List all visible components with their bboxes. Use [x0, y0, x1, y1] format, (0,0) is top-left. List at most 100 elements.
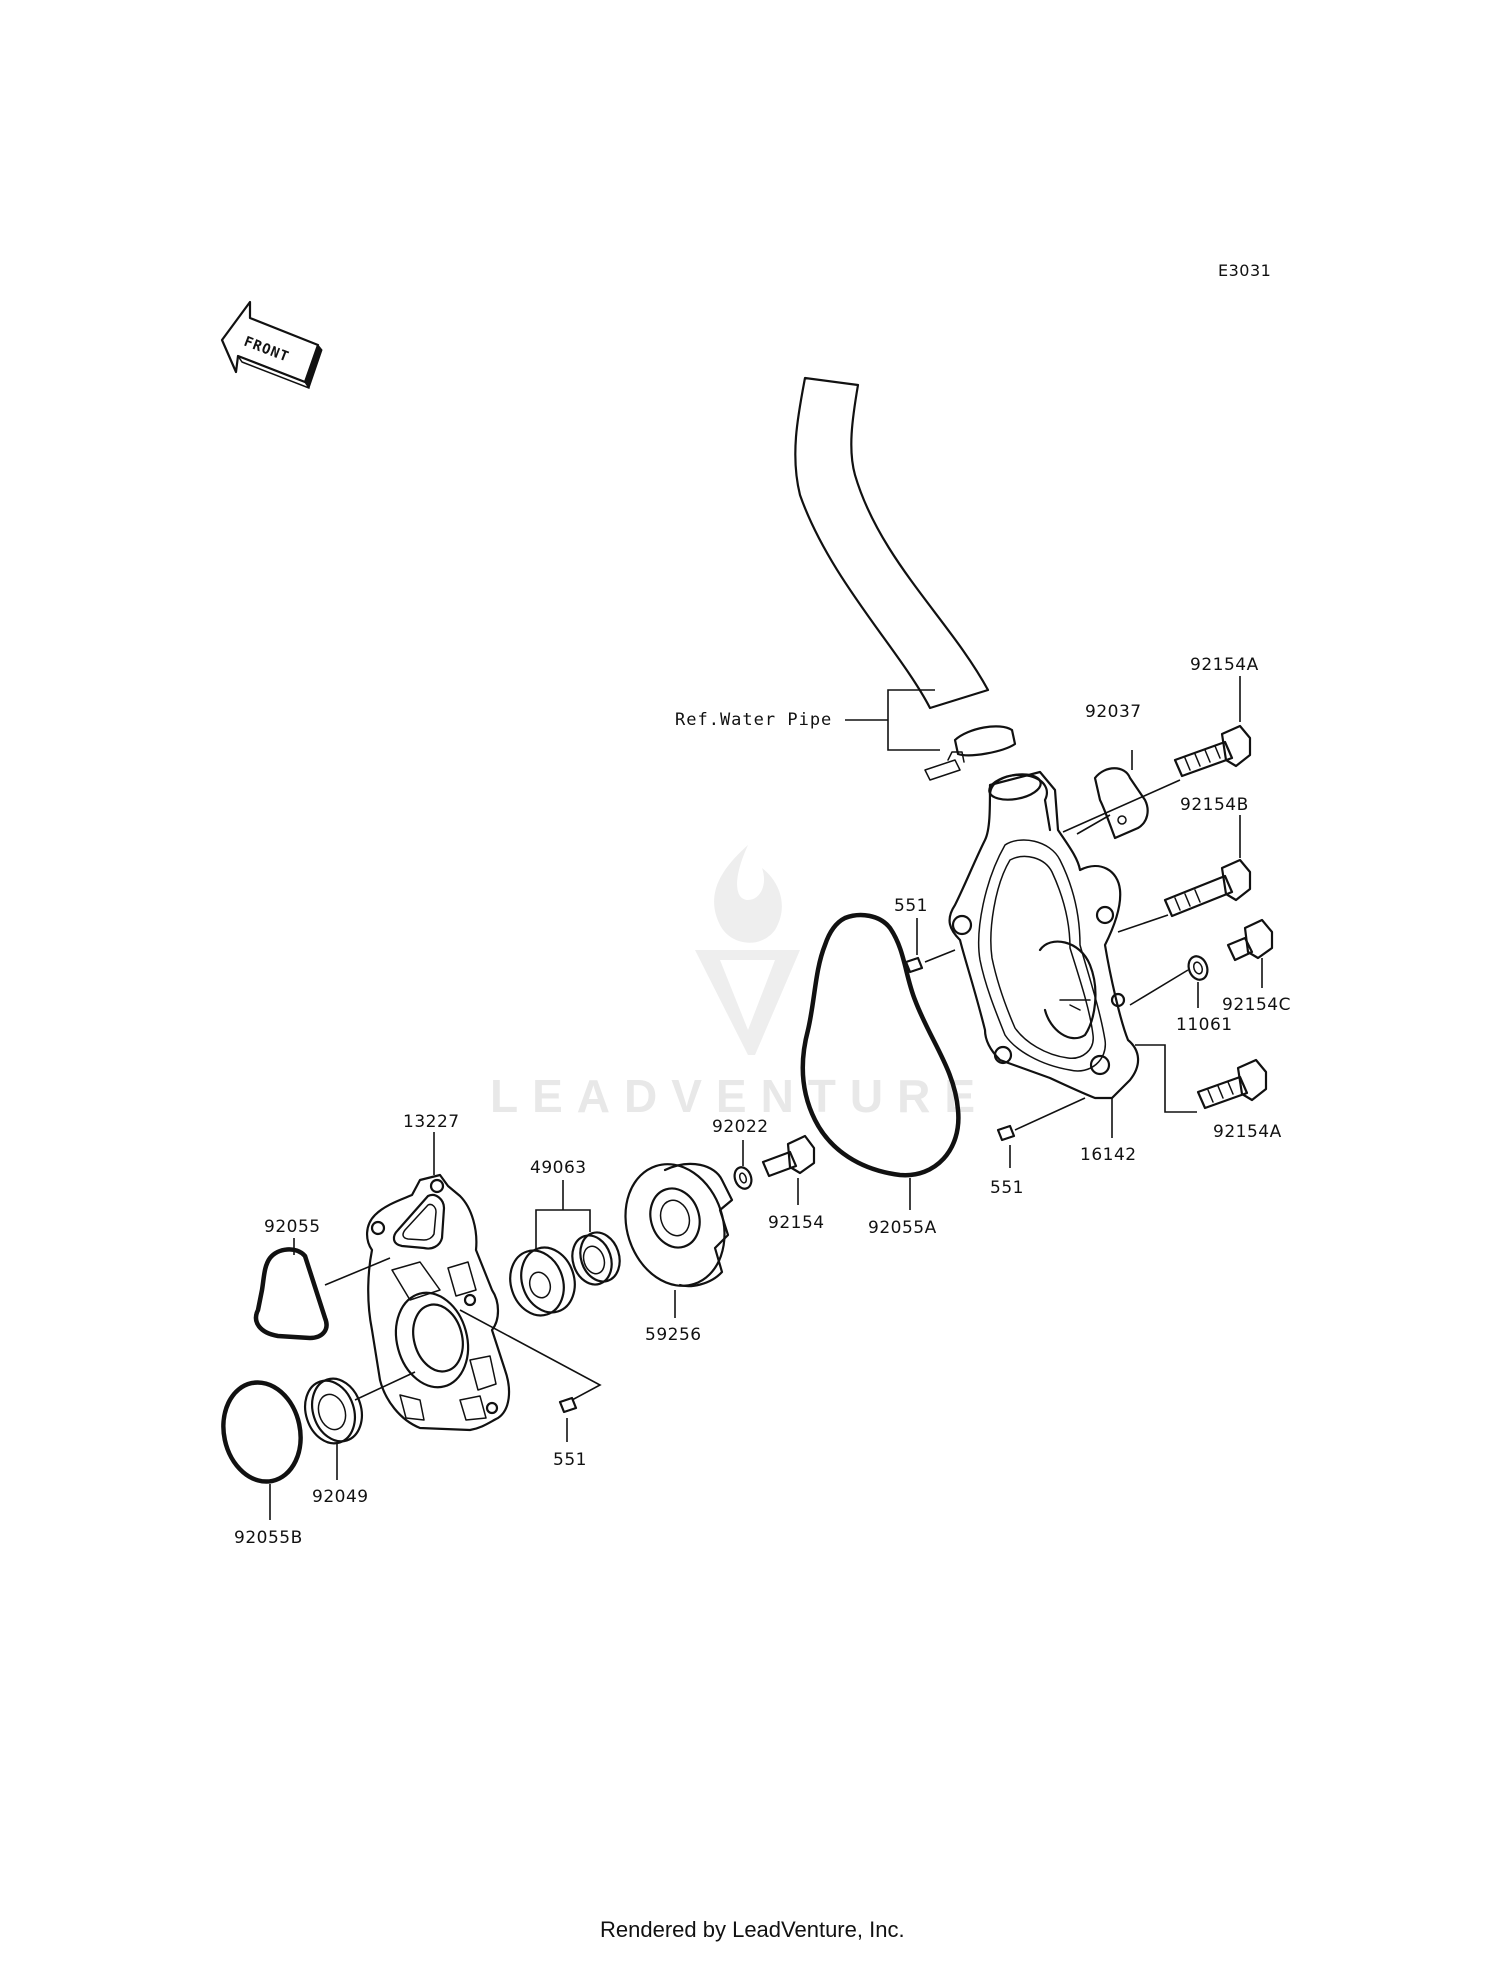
o-ring-92055b — [221, 1380, 303, 1484]
bolt-head — [1243, 918, 1274, 960]
seal-ring-inner — [582, 1245, 606, 1275]
oil-seal-inner — [317, 1393, 347, 1431]
seal-inner — [528, 1271, 552, 1299]
label-92022: 92022 — [712, 1117, 769, 1137]
pump-cover-volute — [1038, 940, 1097, 1040]
bolt-shank — [1226, 936, 1254, 962]
leader-11061 — [1129, 969, 1199, 1008]
pump-body-shaft-bore-inner — [412, 1303, 464, 1373]
seal-outer-back — [520, 1246, 576, 1314]
mechanical-seal-49063-small — [571, 1231, 621, 1286]
label-92154: 92154 — [768, 1213, 825, 1233]
bolt-thread — [1207, 1081, 1234, 1103]
bracket-92037-hole — [1117, 815, 1127, 825]
label-551-right: 551 — [990, 1178, 1024, 1198]
bolt-shank — [761, 1150, 798, 1178]
leader-92037 — [1076, 750, 1133, 835]
pump-cover-inlet — [988, 773, 1042, 801]
pump-cover-bolt-hole-5 — [1110, 992, 1126, 1008]
bolt-thread — [1184, 745, 1221, 771]
label-551-lower: 551 — [553, 1450, 587, 1470]
pump-cover-bolt-hole-3 — [993, 1045, 1013, 1065]
gasket-92055 — [253, 1247, 329, 1341]
label-49063: 49063 — [530, 1158, 587, 1178]
label-92055a: 92055A — [868, 1218, 937, 1238]
leader-49063-bracket — [535, 1180, 591, 1250]
hose-clamp — [953, 725, 1017, 757]
pump-body-13227 — [366, 1173, 511, 1432]
pump-cover-gasket-groove — [977, 839, 1106, 1072]
seal-ring-back — [579, 1231, 621, 1283]
seal-outer — [509, 1249, 565, 1317]
dowel-pin-551-lower — [558, 1396, 578, 1414]
dowel-pin-shape — [904, 956, 924, 974]
dowel-pin-551-right — [996, 1124, 1016, 1142]
leader-92055-to-body — [324, 1257, 391, 1286]
pump-body-outline — [366, 1173, 511, 1432]
label-92154a-bottom: 92154A — [1213, 1122, 1282, 1142]
pump-body-bolt-hole-1 — [429, 1178, 445, 1194]
pump-cover-bolt-hole-2 — [1089, 1054, 1111, 1076]
impeller-hub-inner — [659, 1199, 691, 1237]
part-labels: 92154A 92037 92154B 551 92154C 11061 921… — [234, 655, 1291, 1548]
leader-92154a-bottom-bracket — [1135, 1044, 1197, 1113]
label-92154b: 92154B — [1180, 795, 1249, 815]
dowel-pin-shape — [558, 1396, 578, 1414]
ref-bracket — [845, 689, 940, 751]
leader-551-right-to-cover — [1014, 1097, 1086, 1131]
leader-bolt-to-cover-1 — [1062, 779, 1181, 833]
water-pipe — [794, 376, 1017, 781]
label-16142: 16142 — [1080, 1145, 1137, 1165]
leader-551-lower-to-body — [459, 1309, 602, 1401]
pump-body-triangle-port — [392, 1193, 446, 1250]
washer-outer — [733, 1166, 753, 1190]
bracket-92037-shape — [1093, 767, 1149, 840]
label-92154a-top: 92154A — [1190, 655, 1259, 675]
front-arrow: FRONT — [220, 300, 323, 390]
pump-body-ribs — [391, 1261, 497, 1421]
diagram-code: E3031 — [1218, 261, 1271, 280]
washer-92022 — [733, 1166, 753, 1190]
pump-body-bolt-hole-2 — [370, 1220, 386, 1236]
pump-body-bolt-hole-3 — [463, 1293, 477, 1307]
bracket-92037 — [1093, 767, 1149, 840]
leader-92049-to-body — [354, 1371, 416, 1401]
impeller-disc — [624, 1163, 726, 1287]
label-92037: 92037 — [1085, 702, 1142, 722]
oil-seal-back — [311, 1377, 363, 1443]
bolt-shank — [1196, 1075, 1249, 1110]
bolt-head — [1220, 724, 1252, 768]
label-92154c: 92154C — [1222, 995, 1291, 1015]
washer-outer — [1187, 955, 1209, 981]
bolt-92154a-top — [1173, 724, 1252, 778]
seal-ring-outer — [571, 1234, 613, 1286]
pump-cover-16142 — [948, 770, 1140, 1100]
ref-water-pipe-label: Ref.Water Pipe — [675, 710, 832, 730]
leader-lines — [269, 676, 1263, 1520]
pump-cover-gasket-groove-inner — [990, 855, 1094, 1059]
leader-551-to-cover — [924, 949, 956, 963]
bolt-92154b — [1163, 858, 1252, 918]
bolt-head — [1220, 858, 1252, 902]
bolt-92154a-bottom — [1196, 1058, 1268, 1110]
label-13227: 13227 — [403, 1112, 460, 1132]
washer-inner — [1192, 961, 1204, 975]
label-59256: 59256 — [645, 1325, 702, 1345]
bolt-92154c — [1226, 918, 1274, 962]
mechanical-seal-49063-large — [509, 1246, 576, 1317]
bolt-shank — [1173, 740, 1234, 778]
pump-cover-bolt-hole-4 — [1095, 905, 1115, 925]
front-arrow-shadow — [304, 343, 323, 390]
gasket-92055a — [800, 912, 961, 1178]
footer-credit: Rendered by LeadVenture, Inc. — [600, 1917, 905, 1942]
watermark-text: LEADVENTURE — [490, 1070, 989, 1122]
bolt-head — [786, 1134, 816, 1175]
watermark-v-icon — [695, 950, 800, 1055]
pump-body-triangle-port-inner — [402, 1203, 437, 1241]
label-92055b: 92055B — [234, 1528, 303, 1548]
bolt-head — [1236, 1058, 1268, 1102]
water-pipe-hose — [794, 376, 990, 710]
bolt-shank — [1163, 874, 1234, 918]
label-11061: 11061 — [1176, 1015, 1233, 1035]
